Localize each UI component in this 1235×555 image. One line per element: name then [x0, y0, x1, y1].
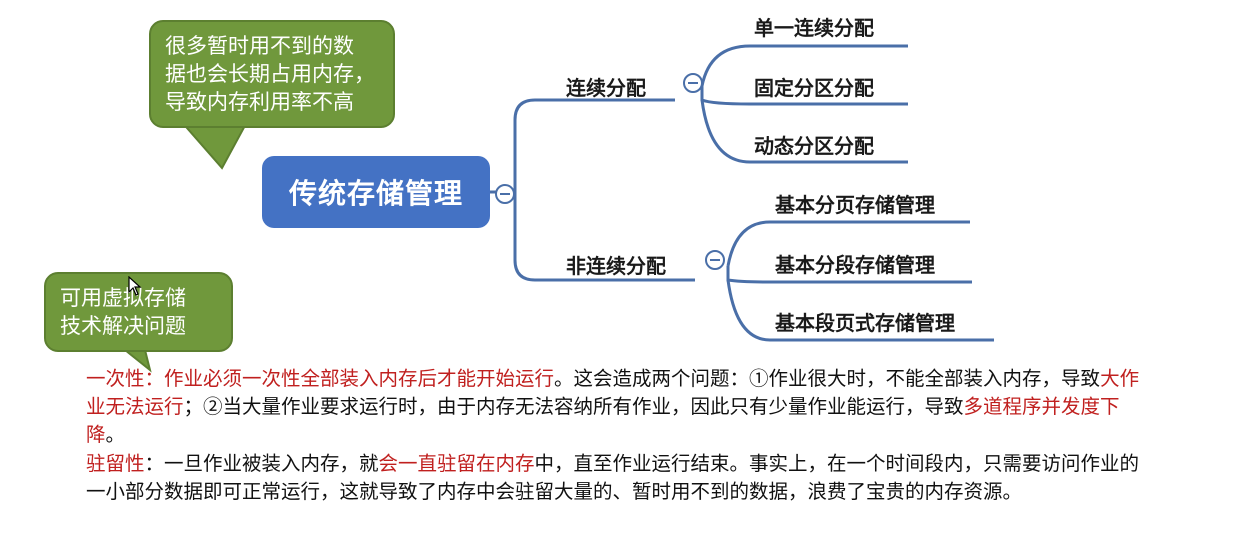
root-node[interactable]: 传统存储管理	[262, 156, 490, 228]
connector-root-to-branch-2	[513, 192, 560, 282]
paragraph-one-time: 一次性：作业必须一次性全部装入内存后才能开始运行。这会造成两个问题：①作业很大时…	[86, 365, 1156, 449]
paragraph-residency: 驻留性：一旦作业被装入内存，就会一直驻留在内存中，直至作业运行结束。事实上，在一…	[86, 450, 1156, 506]
text-many-jobs: ；②当大量作业要求运行时，由于内存无法容纳所有作业，因此只有少量作业能运行，导致	[183, 395, 964, 418]
connector-branch-1-to-leaf-3	[700, 99, 908, 164]
highlight-reside-in-memory: 会一直驻留在内存	[378, 452, 535, 475]
leaf-label-single-contiguous[interactable]: 单一连续分配	[754, 16, 874, 40]
connector-root-to-branch-1	[513, 98, 560, 192]
text-two-problems: 。这会造成两个问题：①作业很大时，不能全部装入内存，导致	[554, 367, 1101, 390]
leaf-label-fixed-partition[interactable]: 固定分区分配	[754, 76, 874, 100]
text-waste-memory: 中，直至作业运行结束。事实上，在一个时间段内，只需要访问作业的一小部分数据即可正…	[86, 452, 1140, 503]
term-one-time: 一次性	[86, 367, 145, 390]
branch-label-noncontiguous[interactable]: 非连续分配	[566, 254, 666, 278]
highlight-concurrency-drop: 多道程序并发度下降	[86, 395, 1120, 446]
highlight-large-job: 大作业无法运行	[86, 367, 1140, 418]
highlight-load-all: 作业必须一次性全部装入内存后才能开始运行	[164, 367, 555, 390]
connector-branch-1-to-leaf-1	[700, 44, 908, 87]
leaf-label-segmentation[interactable]: 基本分段存储管理	[775, 253, 935, 277]
collapse-contiguous-icon[interactable]	[683, 73, 703, 93]
mouse-cursor-icon	[128, 276, 142, 296]
leaf-label-paging[interactable]: 基本分页存储管理	[775, 193, 935, 217]
collapse-noncontiguous-icon[interactable]	[705, 250, 725, 270]
callout-top-text: 很多暂时用不到的数 据也会长期占用内存， 导致内存利用率不高	[165, 34, 375, 114]
leaf-label-dynamic-partition[interactable]: 动态分区分配	[754, 134, 874, 158]
connector-branch-2-to-leaf-3	[726, 279, 994, 342]
text-once-loaded: ：一旦作业被装入内存，就	[144, 452, 379, 475]
branch-label-contiguous[interactable]: 连续分配	[566, 76, 646, 100]
term-colon: ：	[144, 367, 165, 390]
collapse-root-icon[interactable]	[495, 184, 515, 204]
text-period: 。	[105, 423, 126, 446]
callout-top: 很多暂时用不到的数 据也会长期占用内存， 导致内存利用率不高	[149, 20, 395, 128]
callout-bottom-text: 可用虚拟存储 技术解决问题	[60, 286, 186, 338]
leaf-label-segmented-paging[interactable]: 基本段页式存储管理	[775, 311, 955, 335]
term-residency: 驻留性	[86, 452, 145, 475]
connector-branch-2-to-leaf-1	[726, 220, 970, 267]
